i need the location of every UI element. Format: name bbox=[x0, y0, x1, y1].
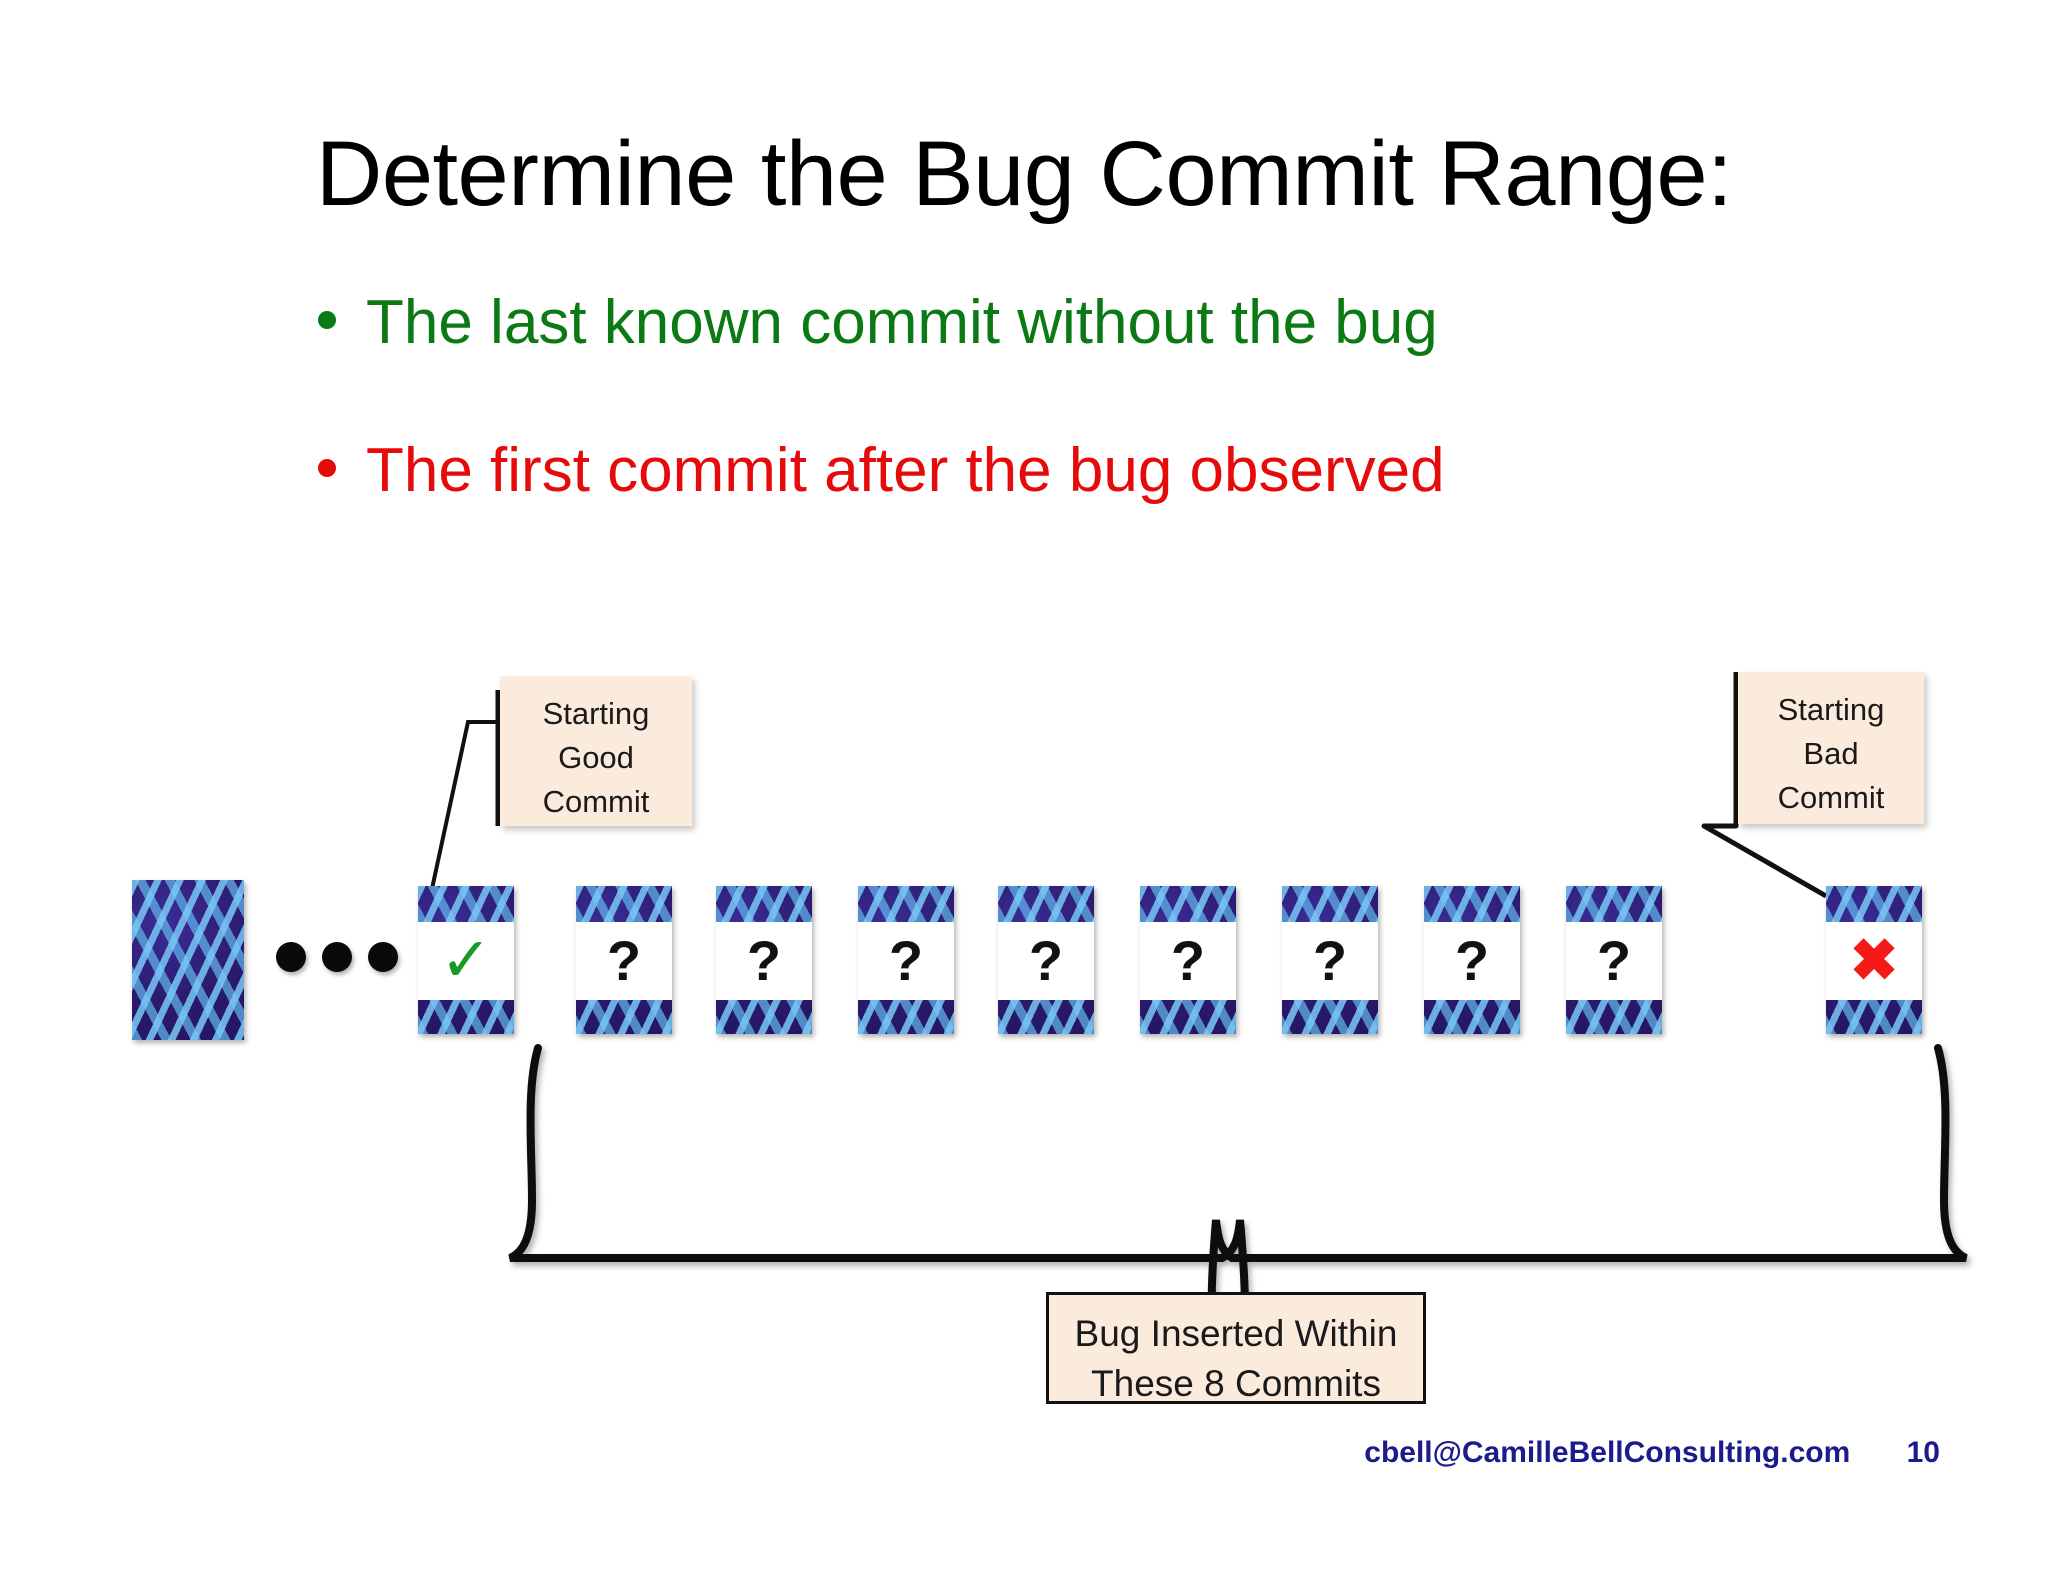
unknown-question-icon: ? bbox=[1140, 922, 1236, 1000]
callout-line: Good bbox=[558, 740, 634, 776]
commit-node-unknown-8[interactable]: ? bbox=[1566, 886, 1662, 1034]
unknown-question-icon: ? bbox=[1424, 922, 1520, 1000]
callout-line: Starting bbox=[542, 696, 650, 731]
unknown-question-icon: ? bbox=[576, 922, 672, 1000]
bullet-label-bad: The first commit after the bug observed bbox=[366, 436, 1445, 505]
bullet-item-good: The last known commit without the bug bbox=[318, 292, 1438, 354]
good-check-icon: ✓ bbox=[418, 922, 514, 1000]
ellipsis-dot-icon bbox=[276, 942, 306, 972]
unknown-question-icon: ? bbox=[1566, 922, 1662, 1000]
unknown-question-icon: ? bbox=[998, 922, 1094, 1000]
commit-node-unknown-2[interactable]: ? bbox=[716, 886, 812, 1034]
commit-node-unknown-6[interactable]: ? bbox=[1282, 886, 1378, 1034]
bullet-item-bad: The first commit after the bug observed bbox=[318, 440, 1445, 502]
commit-node-head[interactable] bbox=[132, 880, 244, 1040]
ellipsis-dot-icon bbox=[322, 942, 352, 972]
unknown-question-icon: ? bbox=[1282, 922, 1378, 1000]
page-number: 10 bbox=[1906, 1436, 1940, 1469]
commit-node-unknown-3[interactable]: ? bbox=[858, 886, 954, 1034]
callout-line: Starting bbox=[1777, 692, 1885, 727]
callout-line: Bad bbox=[1803, 736, 1859, 772]
page-title: Determine the Bug Commit Range: bbox=[315, 123, 1733, 225]
bullet-dot-icon bbox=[318, 311, 336, 329]
commit-node-unknown-1[interactable]: ? bbox=[576, 886, 672, 1034]
callout-line: Commit bbox=[542, 784, 650, 820]
commit-node-bad[interactable]: ✖ bbox=[1826, 886, 1922, 1034]
bad-cross-icon: ✖ bbox=[1826, 922, 1922, 1000]
unknown-question-icon: ? bbox=[858, 922, 954, 1000]
callout-line: These 8 Commits bbox=[1091, 1362, 1381, 1404]
commit-node-good[interactable]: ✓ bbox=[418, 886, 514, 1034]
commit-node-unknown-4[interactable]: ? bbox=[998, 886, 1094, 1034]
unknown-question-icon: ? bbox=[716, 922, 812, 1000]
callout-good-leader bbox=[428, 690, 501, 899]
bullet-label-good: The last known commit without the bug bbox=[366, 288, 1438, 357]
bullet-dot-icon bbox=[318, 459, 336, 477]
footer: cbell@CamilleBellConsulting.com 10 bbox=[0, 1436, 2048, 1470]
callout-starting-good-commit: Starting Good Commit bbox=[500, 676, 692, 826]
ellipsis-dot-icon bbox=[368, 942, 398, 972]
commit-node-unknown-7[interactable]: ? bbox=[1424, 886, 1520, 1034]
commit-node-unknown-5[interactable]: ? bbox=[1140, 886, 1236, 1034]
callout-line: Bug Inserted Within bbox=[1074, 1313, 1398, 1354]
footer-email: cbell@CamilleBellConsulting.com bbox=[1364, 1436, 1851, 1469]
callout-starting-bad-commit: Starting Bad Commit bbox=[1738, 672, 1924, 824]
callout-bug-range: Bug Inserted Within These 8 Commits bbox=[1046, 1292, 1426, 1404]
callout-line: Commit bbox=[1777, 780, 1885, 816]
